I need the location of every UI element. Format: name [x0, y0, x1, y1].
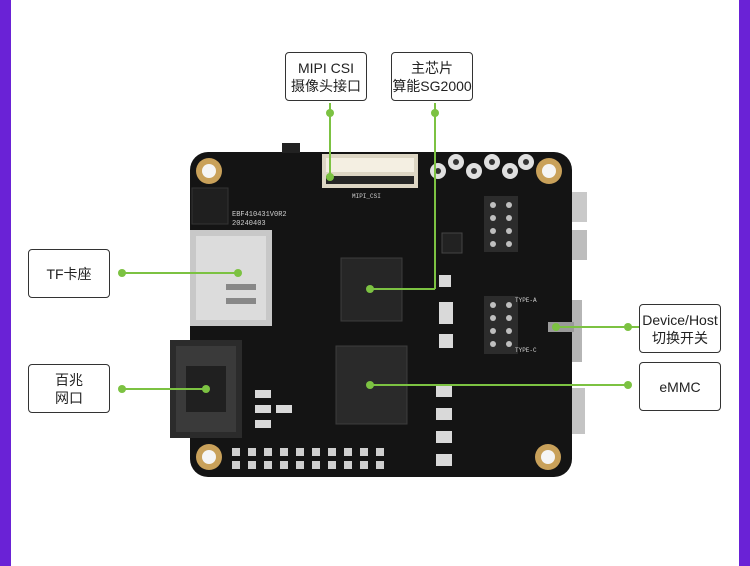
label-soc-line2: 算能SG2000 — [392, 77, 472, 94]
label-main-chip: 主芯片 算能SG2000 — [391, 52, 473, 101]
label-ethernet: 百兆 网口 — [28, 364, 110, 413]
label-mipi-csi: MIPI CSI 摄像头接口 — [285, 52, 367, 101]
label-soc-line1: 主芯片 — [411, 59, 453, 76]
silk-mipi: MIPI_CSI — [352, 193, 381, 200]
label-tf-line1: TF卡座 — [46, 265, 92, 282]
label-emmc-line1: eMMC — [659, 378, 701, 395]
chip-top-left — [191, 187, 229, 225]
passive-components — [255, 275, 453, 466]
mounting-holes — [196, 158, 562, 470]
antenna-pad — [282, 143, 300, 153]
callout-dots — [118, 109, 632, 393]
right-frame-bar — [739, 0, 750, 566]
silk-type-c: TYPE-C — [515, 347, 537, 354]
silk-date: 20240403 — [232, 220, 266, 228]
label-switch-line2: 切换开关 — [652, 329, 708, 346]
label-device-host-switch: Device/Host 切换开关 — [639, 304, 721, 353]
bottom-pin-header — [232, 448, 384, 469]
silk-type-a: TYPE-A — [515, 297, 537, 304]
callout-lines — [122, 103, 640, 390]
label-mipi-line1: MIPI CSI — [297, 59, 354, 76]
label-ethernet-line1: 百兆 — [55, 371, 83, 388]
pin-dots — [490, 202, 512, 347]
label-switch-line1: Device/Host — [642, 311, 718, 328]
label-emmc: eMMC — [639, 362, 721, 411]
label-tf-card: TF卡座 — [28, 249, 110, 298]
label-mipi-line2: 摄像头接口 — [291, 77, 361, 94]
label-ethernet-line2: 网口 — [55, 389, 83, 406]
pin-header-right — [484, 196, 518, 354]
small-ic — [441, 232, 463, 254]
left-frame-bar — [0, 0, 11, 566]
silk-model: EBF410431V0R2 — [232, 211, 287, 219]
